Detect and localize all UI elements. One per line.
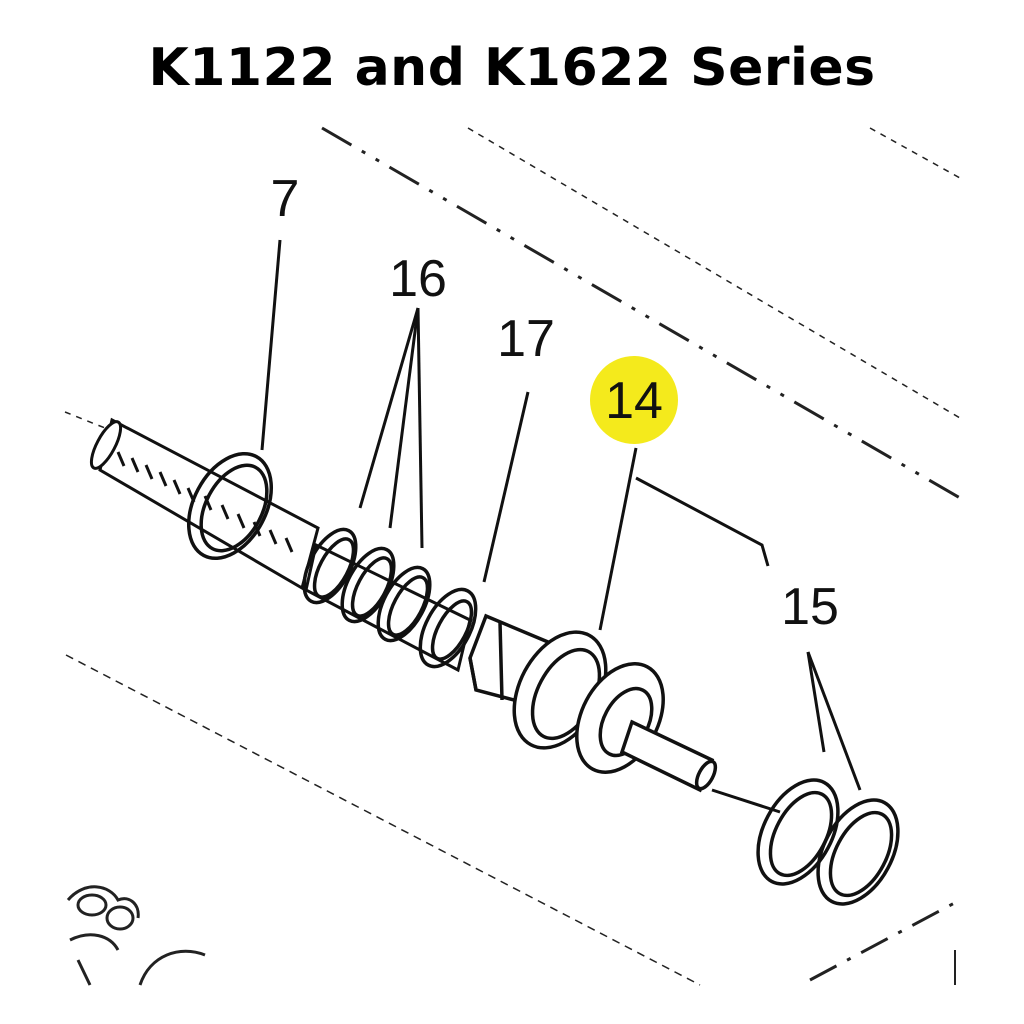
callout-7: 7 bbox=[271, 170, 300, 228]
stem-assembly-part-14 bbox=[468, 613, 718, 793]
axis-line bbox=[711, 788, 781, 814]
stem-middle-section bbox=[304, 542, 472, 673]
ring-part-7 bbox=[187, 451, 273, 561]
callout-17: 17 bbox=[497, 310, 555, 368]
diagram-title: K1122 and K1622 Series bbox=[148, 38, 876, 98]
washers-part-15 bbox=[756, 778, 900, 906]
callout-14-highlight bbox=[590, 356, 678, 444]
o-rings-part-16 bbox=[302, 527, 432, 643]
callout-14: 14 bbox=[605, 372, 663, 430]
partial-valve-body-part bbox=[66, 885, 206, 986]
callout-15: 15 bbox=[781, 578, 839, 636]
housing-outline-lines bbox=[64, 126, 961, 986]
callout-16: 16 bbox=[389, 250, 447, 308]
leader-lines bbox=[260, 239, 862, 791]
washer-part-17 bbox=[418, 587, 478, 669]
threaded-stem bbox=[89, 417, 320, 591]
